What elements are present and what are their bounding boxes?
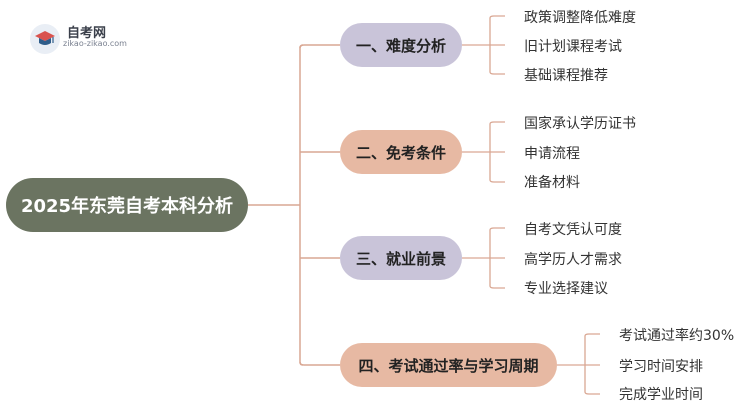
logo-url: zikao-zikao.com <box>63 39 127 48</box>
leaf-node[interactable]: 基础课程推荐 <box>524 68 608 84</box>
leaf-node[interactable]: 国家承认学历证书 <box>524 116 636 132</box>
leaf-node[interactable]: 自考文凭认可度 <box>524 222 622 238</box>
branch-node-difficulty[interactable]: 一、难度分析 <box>340 23 462 67</box>
leaf-bracket-4 <box>557 333 600 395</box>
trunk-line <box>299 44 304 366</box>
leaf-node[interactable]: 学习时间安排 <box>619 359 703 375</box>
branch-node-exemption[interactable]: 二、免考条件 <box>340 130 462 174</box>
branch-connector-1 <box>299 44 340 49</box>
leaf-node[interactable]: 考试通过率约30% <box>619 328 735 344</box>
graduation-cap-icon <box>30 24 60 54</box>
leaf-bracket-3 <box>462 227 505 289</box>
leaf-node[interactable]: 完成学业时间 <box>619 387 703 403</box>
branch-connector-4 <box>299 361 340 366</box>
leaf-node[interactable]: 高学历人才需求 <box>524 252 622 268</box>
site-logo[interactable]: 自考网 zikao-zikao.com <box>30 20 140 54</box>
branch-node-employment[interactable]: 三、就业前景 <box>340 236 462 280</box>
logo-title: 自考网 <box>67 26 107 41</box>
leaf-node[interactable]: 申请流程 <box>524 146 580 162</box>
leaf-bracket-2 <box>462 121 505 183</box>
leaf-node[interactable]: 政策调整降低难度 <box>524 10 636 26</box>
leaf-node[interactable]: 旧计划课程考试 <box>524 39 622 55</box>
leaf-bracket-1 <box>462 15 505 75</box>
branch-node-pass-rate[interactable]: 四、考试通过率与学习周期 <box>340 343 557 387</box>
root-node[interactable]: 2025年东莞自考本科分析 <box>6 178 248 232</box>
leaf-node[interactable]: 准备材料 <box>524 175 580 191</box>
leaf-node[interactable]: 专业选择建议 <box>524 281 608 297</box>
